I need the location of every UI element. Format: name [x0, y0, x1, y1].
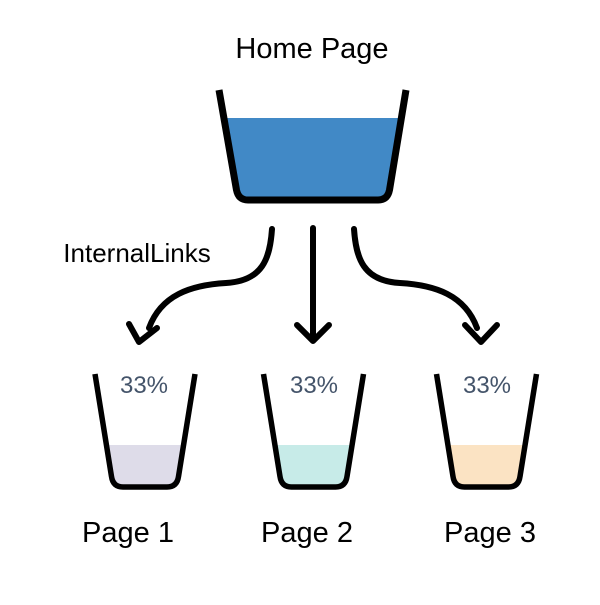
percent-label-page-2: 33% — [289, 372, 339, 399]
percent-label-page-1: 33% — [119, 372, 169, 399]
percent-label-page-3: 33% — [462, 372, 512, 399]
home-page-cup — [215, 89, 410, 204]
page-2-cup — [260, 373, 367, 490]
page-3-liquid — [447, 445, 526, 488]
flow-arrow-to-page-2 — [294, 225, 332, 344]
page-3-label: Page 3 — [444, 517, 536, 549]
page-1-label: Page 1 — [82, 517, 174, 549]
page-2-cup-outline — [260, 373, 367, 490]
page-1-cup-outline — [92, 373, 198, 490]
home-page-liquid — [224, 118, 401, 201]
page-2-label: Page 2 — [261, 517, 353, 549]
page-1-liquid — [106, 445, 184, 488]
home-page-cup-outline — [215, 89, 410, 204]
page-2-liquid — [274, 445, 353, 488]
page-1-cup — [92, 373, 198, 490]
internal-links-label: InternalLinks — [63, 238, 211, 268]
home-page-title: Home Page — [235, 33, 389, 65]
flow-arrow-to-page-3 — [351, 226, 500, 345]
page-3-cup — [433, 373, 540, 490]
page-3-cup-outline — [433, 373, 540, 490]
flow-arrow-to-page-1 — [126, 226, 275, 345]
